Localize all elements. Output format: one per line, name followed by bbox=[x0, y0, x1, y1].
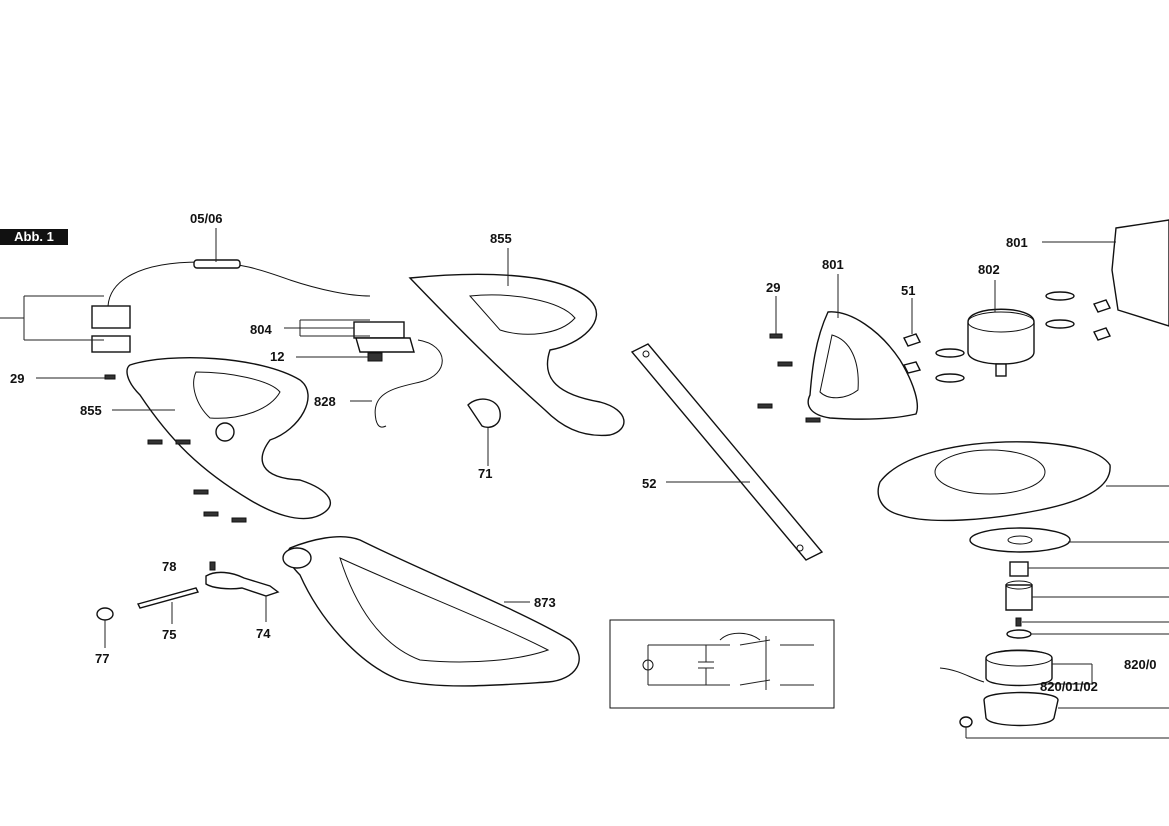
tube-part bbox=[630, 343, 824, 561]
label-screw-left: 29 bbox=[10, 371, 25, 386]
label-tube: 52 bbox=[642, 476, 657, 491]
screws-right bbox=[757, 296, 821, 423]
switch-part bbox=[284, 319, 443, 428]
label-spool-b: 820/01/02 bbox=[1040, 679, 1098, 694]
label-housing-right: 801 bbox=[1006, 235, 1028, 250]
label-cord: 05/06 bbox=[190, 211, 223, 226]
circuit-diagram bbox=[609, 619, 835, 709]
part-71 bbox=[467, 398, 501, 466]
guard-cover-part bbox=[807, 274, 918, 420]
small-parts bbox=[96, 561, 280, 648]
left-handle-part bbox=[36, 357, 332, 523]
label-part-77: 77 bbox=[95, 651, 110, 666]
label-motor: 802 bbox=[978, 262, 1000, 277]
label-guard-cover: 801 bbox=[822, 257, 844, 272]
label-part-74: 74 bbox=[256, 626, 271, 641]
part-51 bbox=[902, 291, 1111, 383]
motor-part bbox=[967, 280, 1035, 377]
large-guard-part bbox=[877, 441, 1169, 522]
label-switch: 804 bbox=[250, 322, 272, 337]
label-handle-left: 855 bbox=[80, 403, 102, 418]
label-part-12: 12 bbox=[270, 349, 285, 364]
right-handle-part bbox=[408, 248, 625, 437]
bow-handle-part bbox=[282, 536, 580, 687]
label-part-51: 51 bbox=[901, 283, 916, 298]
label-part-71: 71 bbox=[478, 466, 493, 481]
label-screw-right: 29 bbox=[766, 280, 781, 295]
label-part-75: 75 bbox=[162, 627, 177, 642]
label-wire: 828 bbox=[314, 394, 336, 409]
label-handle-top: 855 bbox=[490, 231, 512, 246]
label-bow-handle: 873 bbox=[534, 595, 556, 610]
label-part-78: 78 bbox=[162, 559, 177, 574]
spool-stack bbox=[939, 527, 1169, 739]
figure-label: Abb. 1 bbox=[0, 229, 68, 245]
label-spool-a: 820/0 bbox=[1124, 657, 1157, 672]
cord-part bbox=[0, 228, 371, 353]
right-housing-part bbox=[1042, 219, 1169, 327]
